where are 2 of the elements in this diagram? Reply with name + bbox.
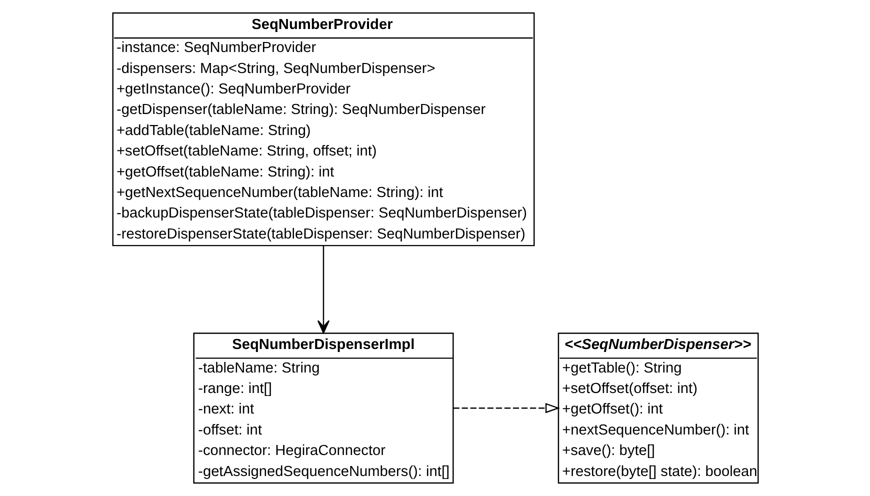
arrow xyxy=(316,246,330,334)
arrow xyxy=(452,402,560,414)
